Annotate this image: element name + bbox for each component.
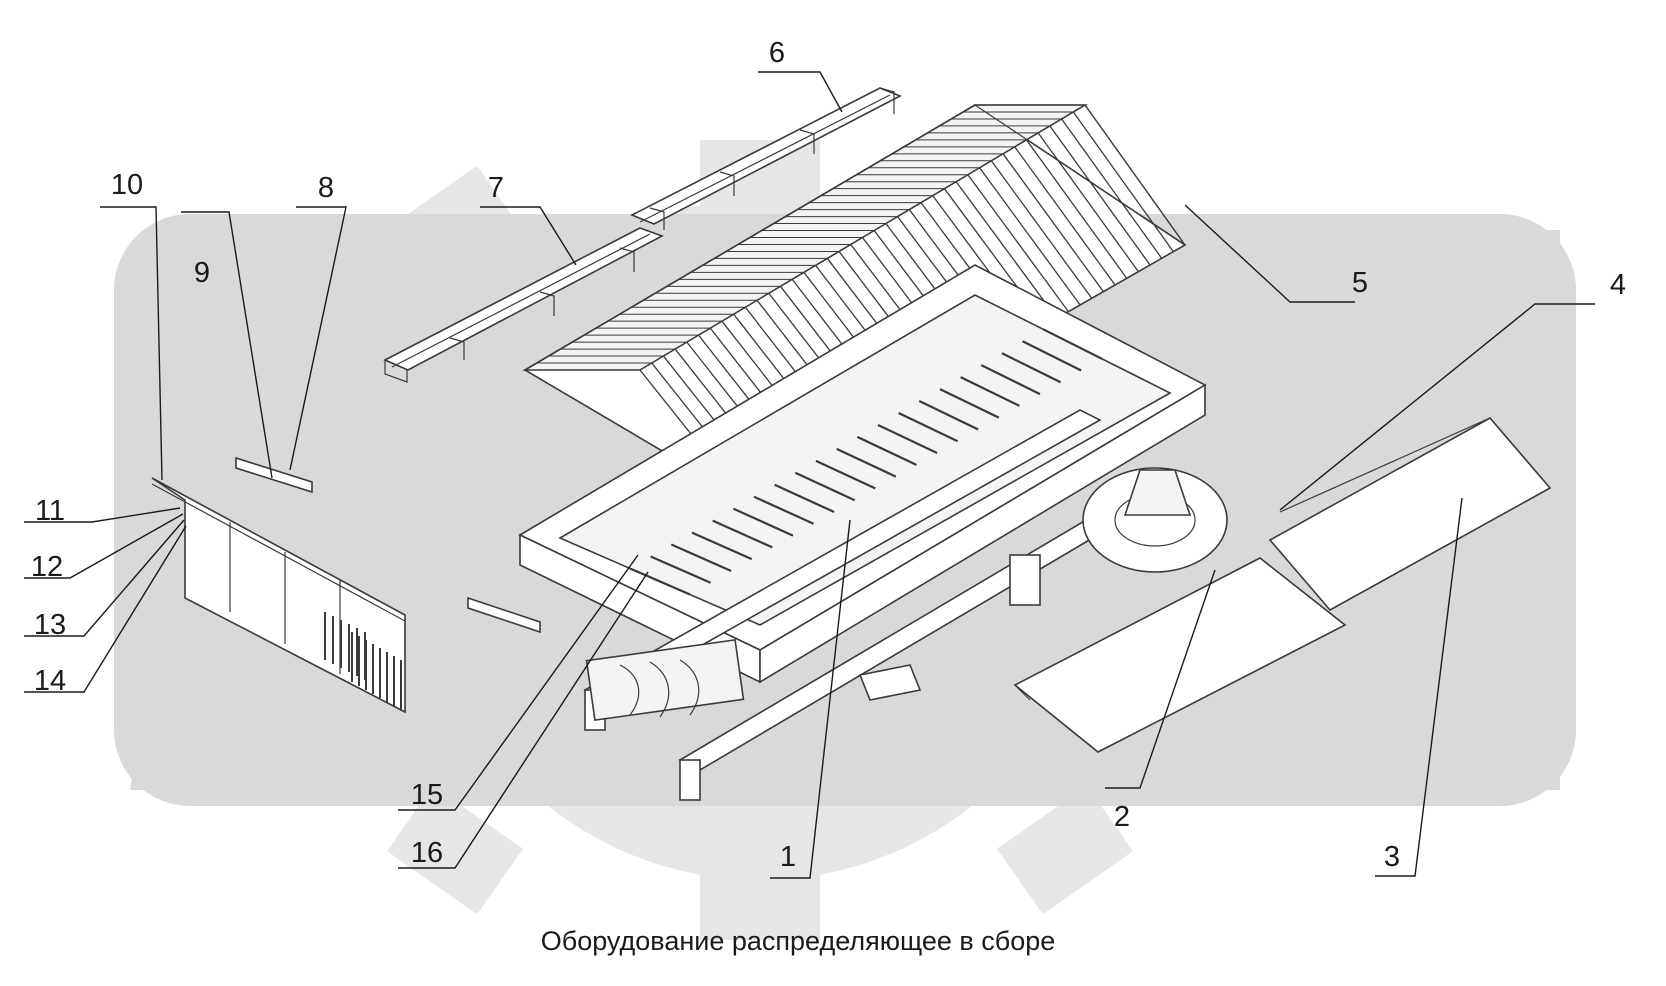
part-1-frame-conveyor <box>518 264 1228 801</box>
part-10-rear-panel <box>151 477 406 714</box>
stroke <box>979 167 1081 306</box>
conveyor-slats <box>629 328 1103 596</box>
part-2-lower-guard <box>1013 557 1347 753</box>
stroke <box>1061 118 1163 259</box>
stroke <box>856 435 917 466</box>
callout-11: 11 <box>35 495 65 527</box>
stroke <box>1014 146 1116 286</box>
stroke <box>629 567 691 596</box>
part-3-4-upper-guard <box>1268 416 1552 612</box>
callout-7: 7 <box>488 172 504 204</box>
stroke <box>1037 132 1139 273</box>
callout-labels: 1 2 3 4 5 6 7 8 9 10 11 12 13 14 15 16 <box>31 37 1626 873</box>
stroke <box>1022 340 1082 372</box>
panel-louvres <box>324 612 402 710</box>
stroke <box>990 160 1093 299</box>
callout-1: 1 <box>780 841 796 873</box>
stroke <box>980 364 1041 396</box>
stroke <box>732 507 794 537</box>
stroke <box>955 181 1058 319</box>
stroke <box>670 543 732 572</box>
callout-6: 6 <box>769 37 785 69</box>
callout-4: 4 <box>1610 269 1626 301</box>
leader-lines <box>24 71 1595 879</box>
stroke <box>918 400 979 431</box>
callout-5: 5 <box>1352 267 1368 299</box>
stroke <box>939 388 1000 419</box>
stroke <box>877 423 938 455</box>
callout-12: 12 <box>31 551 63 583</box>
stroke <box>712 519 773 549</box>
stroke <box>1025 139 1128 279</box>
stroke <box>1049 125 1151 266</box>
stroke <box>815 459 876 490</box>
stroke <box>836 447 897 478</box>
callout-13: 13 <box>34 609 66 641</box>
part-8-shaft <box>235 456 313 494</box>
part-6-upper-rail <box>630 87 902 230</box>
callout-9: 9 <box>194 257 210 289</box>
callout-16: 16 <box>411 837 443 869</box>
stroke <box>650 555 712 584</box>
stroke <box>1001 352 1062 384</box>
part-9-shaft <box>467 596 541 634</box>
stroke <box>967 174 1069 312</box>
part-7-lower-rail <box>383 227 664 383</box>
callout-8: 8 <box>318 172 334 204</box>
stroke <box>753 495 814 525</box>
stroke <box>794 471 856 502</box>
stroke <box>691 531 753 561</box>
stroke <box>1042 328 1103 360</box>
diagram-caption: Оборудование распределяющее в сборе <box>541 926 1056 956</box>
callout-3: 3 <box>1384 841 1400 873</box>
stroke <box>1072 111 1174 253</box>
stroke <box>774 483 835 514</box>
stroke <box>1002 153 1104 292</box>
stroke <box>898 412 959 443</box>
callout-10: 10 <box>111 169 143 201</box>
callout-15: 15 <box>411 779 443 811</box>
callout-2: 2 <box>1114 801 1130 833</box>
stroke <box>1084 104 1186 246</box>
callout-14: 14 <box>34 665 66 697</box>
stroke <box>960 376 1020 407</box>
